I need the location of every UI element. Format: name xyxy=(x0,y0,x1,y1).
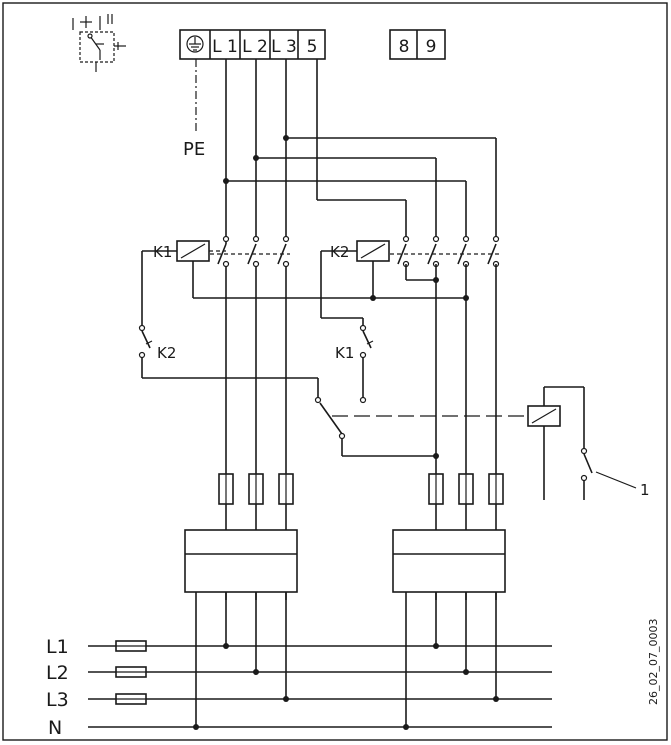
supply-fuses xyxy=(115,640,147,705)
terminal-block-main: L 1 L 2 L 3 5 xyxy=(179,29,326,60)
junction-dot-changeover xyxy=(433,453,439,459)
supply-label-l3: L3 xyxy=(46,689,69,711)
junction-dots-supply xyxy=(193,643,499,730)
fuse-group-right xyxy=(428,473,504,505)
figure-id: 26_02_07_0003 xyxy=(647,619,660,706)
supply-label-l1: L1 xyxy=(46,636,69,658)
ground-icon xyxy=(186,35,204,53)
load-box-left xyxy=(184,529,298,593)
relay-k2-label: K2 xyxy=(330,243,349,261)
terminal-8-label: 8 xyxy=(399,37,410,57)
terminal-9-label: 9 xyxy=(426,37,437,57)
top-distribution-wiring xyxy=(225,59,497,237)
terminal-l2-label: L 2 xyxy=(242,37,268,57)
interlock-contact-k1: K1 xyxy=(335,324,374,362)
junction-dots-top xyxy=(223,135,289,184)
k1-contact-terminal xyxy=(359,396,367,404)
contact-k2-label: K2 xyxy=(157,344,176,362)
relay-k1-label: K1 xyxy=(153,243,172,261)
interlock-contact-k2: K2 xyxy=(138,324,176,362)
junction-dot-bus-a xyxy=(370,295,376,301)
terminal-l3-label: L 3 xyxy=(271,37,297,57)
callout-label: 1 xyxy=(640,481,650,499)
switch-1: 1 xyxy=(580,447,650,500)
terminal-l1-label: L 1 xyxy=(212,37,238,57)
relay-common-bus xyxy=(192,261,466,299)
supply-lines xyxy=(88,645,552,728)
k1-coil-feed xyxy=(141,250,319,398)
supply-label-l2: L2 xyxy=(46,662,69,684)
terminal-block-aux: 8 9 xyxy=(389,29,446,60)
relay-k1: K1 xyxy=(153,240,226,262)
switch-symbol-icon xyxy=(72,14,126,72)
contact-k1-label: K1 xyxy=(335,344,354,362)
terminal-5-label: 5 xyxy=(307,37,318,57)
changeover-contact xyxy=(314,396,436,457)
fuse-group-left xyxy=(218,473,294,505)
pe-label: PE xyxy=(183,139,205,160)
load-supply-wiring xyxy=(195,592,497,727)
supply-label-n: N xyxy=(48,717,62,739)
junction-dot-bus-b xyxy=(463,295,469,301)
junction-dot-k2-a xyxy=(433,277,439,283)
k2-coil-feed xyxy=(320,250,364,398)
load-box-right xyxy=(392,529,506,593)
relay-k2-contacts xyxy=(390,235,500,268)
control-relay xyxy=(527,386,585,500)
